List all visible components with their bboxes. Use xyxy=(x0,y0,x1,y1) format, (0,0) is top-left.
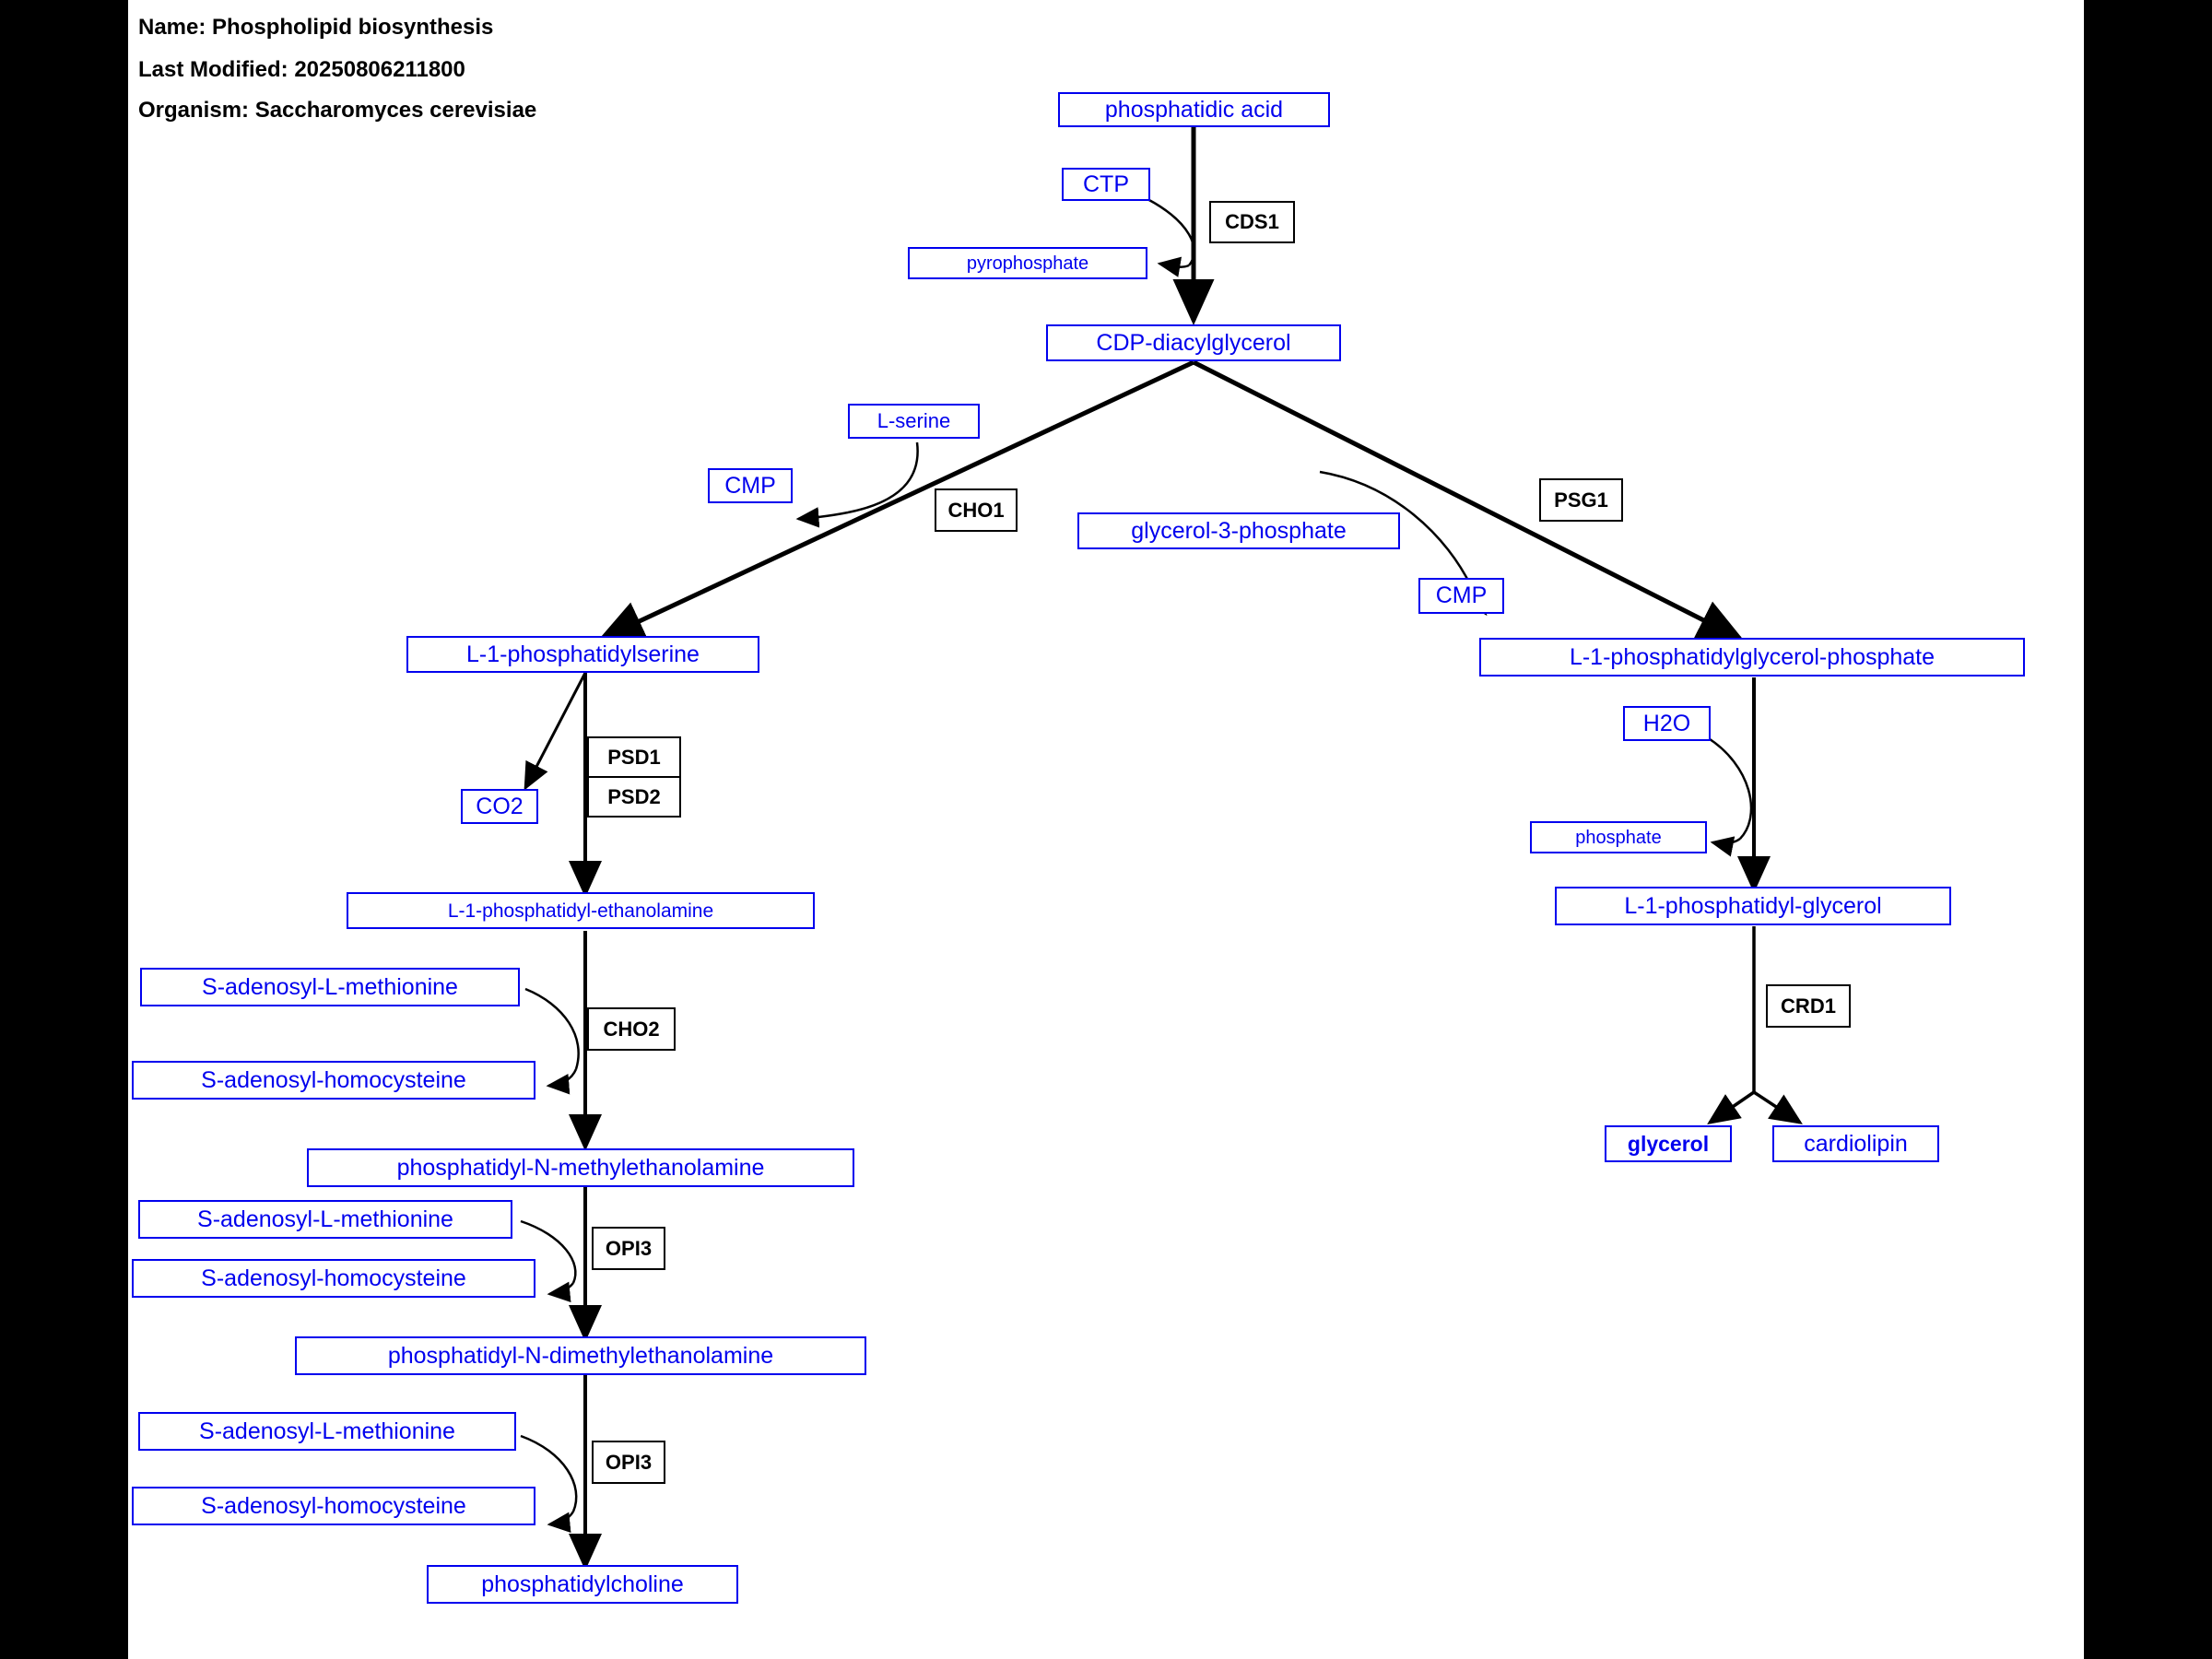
node-sah-1[interactable]: S-adenosyl-homocysteine xyxy=(132,1061,535,1100)
node-ctp[interactable]: CTP xyxy=(1062,168,1150,201)
node-sah-3[interactable]: S-adenosyl-homocysteine xyxy=(132,1487,535,1525)
node-cdp-diacylglycerol[interactable]: CDP-diacylglycerol xyxy=(1046,324,1341,361)
node-sam-2[interactable]: S-adenosyl-L-methionine xyxy=(138,1200,512,1239)
node-l-1-phosphatidyl-glycerol[interactable]: L-1-phosphatidyl-glycerol xyxy=(1555,887,1951,925)
node-l-1-phosphatidylserine[interactable]: L-1-phosphatidylserine xyxy=(406,636,759,673)
node-l-1-phosphatidyl-ethanolamine[interactable]: L-1-phosphatidyl-ethanolamine xyxy=(347,892,815,929)
node-sam-1[interactable]: S-adenosyl-L-methionine xyxy=(140,968,520,1006)
enzyme-psd2-row[interactable]: PSD2 xyxy=(589,776,679,816)
node-cardiolipin[interactable]: cardiolipin xyxy=(1772,1125,1939,1162)
pathway-modified-line: Last Modified: 20250806211800 xyxy=(138,57,465,82)
node-pnme[interactable]: phosphatidyl-N-methylethanolamine xyxy=(307,1148,854,1187)
node-glycerol-3-phosphate[interactable]: glycerol-3-phosphate xyxy=(1077,512,1400,549)
node-pyrophosphate[interactable]: pyrophosphate xyxy=(908,247,1147,279)
pathway-organism-line: Organism: Saccharomyces cerevisiae xyxy=(138,98,537,123)
node-cmp-right[interactable]: CMP xyxy=(1418,578,1504,614)
enzyme-psd1-row[interactable]: PSD1 xyxy=(607,745,661,769)
pathway-name-line: Name: Phospholipid biosynthesis xyxy=(138,15,494,40)
enzyme-cho1[interactable]: CHO1 xyxy=(935,488,1018,532)
enzyme-cds1[interactable]: CDS1 xyxy=(1209,201,1295,243)
node-h2o[interactable]: H2O xyxy=(1623,706,1711,741)
enzyme-crd1[interactable]: CRD1 xyxy=(1766,984,1851,1028)
enzyme-psd1-psd2[interactable]: PSD1 PSD2 xyxy=(587,736,681,818)
node-pndme[interactable]: phosphatidyl-N-dimethylethanolamine xyxy=(295,1336,866,1375)
node-phosphatidic-acid[interactable]: phosphatidic acid xyxy=(1058,92,1330,127)
node-co2[interactable]: CO2 xyxy=(461,789,538,824)
node-cmp-left[interactable]: CMP xyxy=(708,468,793,503)
enzyme-cho2[interactable]: CHO2 xyxy=(587,1007,676,1051)
node-glycerol[interactable]: glycerol xyxy=(1605,1125,1732,1162)
node-l-serine[interactable]: L-serine xyxy=(848,404,980,439)
node-sam-3[interactable]: S-adenosyl-L-methionine xyxy=(138,1412,516,1451)
enzyme-psg1[interactable]: PSG1 xyxy=(1539,478,1623,522)
enzyme-opi3-a[interactable]: OPI3 xyxy=(592,1227,665,1270)
node-sah-2[interactable]: S-adenosyl-homocysteine xyxy=(132,1259,535,1298)
node-phosphate[interactable]: phosphate xyxy=(1530,821,1707,853)
node-l-1-phosphatidylglycerol-phosphate[interactable]: L-1-phosphatidylglycerol-phosphate xyxy=(1479,638,2025,677)
enzyme-opi3-b[interactable]: OPI3 xyxy=(592,1441,665,1484)
node-phosphatidylcholine[interactable]: phosphatidylcholine xyxy=(427,1565,738,1604)
